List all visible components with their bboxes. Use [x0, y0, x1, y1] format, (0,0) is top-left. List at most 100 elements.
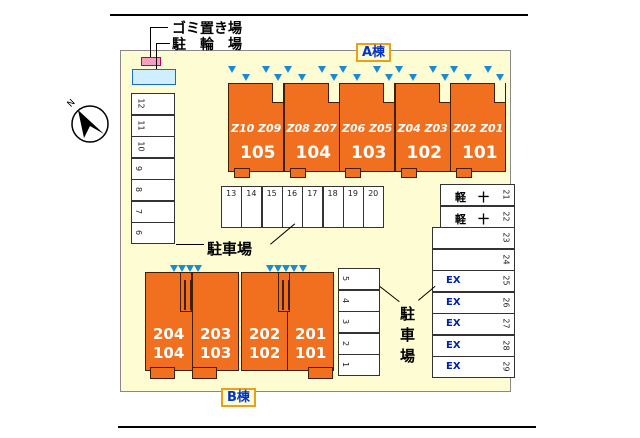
entrance-marker: [353, 74, 361, 81]
parking-slot: 13: [221, 186, 242, 228]
room-number-label: 103: [200, 344, 232, 362]
parking-slot-number: 29: [501, 361, 511, 372]
parking-slot-number: 23: [501, 232, 511, 243]
parking-slot: 19: [342, 186, 364, 228]
entrance-marker: [297, 74, 306, 81]
parking-slot: 5: [338, 268, 380, 290]
parking-slot: 29: [432, 356, 515, 378]
building-a-stair: [400, 168, 417, 178]
parking-slot: 15: [261, 186, 283, 228]
parking-slot-number: 16: [286, 189, 298, 198]
building-a-notch: [327, 83, 340, 103]
building-a-label: A棟: [356, 43, 392, 62]
top-rule: [110, 14, 528, 16]
parking-slot: 9: [131, 157, 175, 180]
parking-label-v1: 駐: [400, 305, 416, 323]
building-a-notch: [494, 83, 506, 103]
parking-slot: 3: [338, 311, 380, 333]
parking-slot-number: 18: [327, 189, 338, 198]
parking-slot-number: 22: [501, 210, 511, 222]
parking-slot-number: 25: [501, 275, 511, 286]
parking-slot-number: 5: [341, 275, 351, 282]
entrance-marker: [440, 74, 449, 81]
kei-car-mark: 十: [478, 212, 490, 226]
entrance-marker: [266, 265, 274, 272]
leader-line-left: [176, 244, 204, 245]
parking-slot-number: 26: [501, 296, 511, 308]
parking-label-v3: 場: [400, 347, 416, 365]
parking-slot: 17: [302, 186, 324, 228]
unit-code-label: Z06: [342, 122, 366, 135]
parking-label-horizontal: 駐車場: [207, 240, 253, 258]
entrance-marker: [464, 74, 472, 81]
parking-slot: 27: [432, 313, 515, 335]
parking-slot-number: 8: [134, 186, 144, 193]
entrance-marker: [385, 74, 393, 81]
parking-slot: 12: [131, 93, 175, 115]
parking-slot: 6: [131, 222, 175, 244]
room-number-label: 201: [295, 325, 327, 343]
parking-slot: 23: [432, 227, 515, 249]
building-a-stair: [345, 168, 361, 178]
parking-slot: 28: [432, 334, 515, 357]
unit-code-label: Z08: [286, 122, 310, 135]
entrance-marker: [484, 66, 492, 73]
garbage-leader-h: [150, 27, 168, 28]
entrance-marker: [339, 66, 347, 73]
entrance-marker: [408, 74, 417, 81]
parking-slot-number: 6: [134, 229, 144, 236]
building-b-stair: [150, 367, 175, 379]
room-number-label: 104: [295, 143, 332, 163]
entrance-marker: [242, 74, 250, 81]
parking-slot: 10: [131, 136, 175, 158]
building-a-notch: [272, 83, 284, 103]
entrance-marker: [428, 66, 437, 73]
building-b-corridor-line: [282, 280, 284, 310]
kei-car-tag: 軽: [455, 212, 467, 226]
building-a-stair: [456, 168, 472, 178]
room-number-label: 105: [240, 143, 276, 163]
room-number-label: 203: [200, 325, 232, 343]
unit-code-label: Z03: [424, 122, 448, 135]
room-number-label: 101: [462, 143, 498, 163]
room-number-label: 102: [249, 344, 281, 362]
entrance-marker: [373, 66, 381, 73]
garbage-area-marker: [141, 57, 161, 66]
parking-slot-number: 15: [266, 189, 277, 198]
parking-slot-number: 3: [341, 318, 351, 325]
parking-slot-number: 14: [246, 189, 257, 198]
unit-code-label: Z04: [397, 122, 421, 135]
parking-slot-number: 20: [368, 189, 379, 198]
parking-slot: 4: [338, 289, 380, 312]
parking-slot: 25: [432, 270, 515, 292]
garbage-leader: [150, 27, 151, 57]
room-number-label: 104: [153, 344, 185, 362]
parking-slot-number: 19: [347, 189, 358, 198]
entrance-marker: [496, 74, 504, 81]
parking-slot: 1: [338, 354, 380, 376]
building-a-notch: [383, 83, 395, 103]
building-a-stair: [234, 168, 250, 178]
parking-slot-number: 4: [341, 297, 351, 303]
building-b-stair: [308, 367, 333, 379]
entrance-marker: [329, 74, 338, 81]
ex-slot-tag: EX: [446, 296, 461, 308]
room-number-label: 202: [249, 325, 281, 343]
parking-slot: 7: [131, 200, 175, 223]
room-number-label: 204: [153, 325, 185, 343]
parking-slot: 20: [363, 186, 385, 228]
bicycle-leader: [156, 43, 157, 69]
parking-slot-number: 12: [136, 98, 146, 109]
entrance-marker: [274, 265, 282, 272]
parking-slot-number: 27: [501, 318, 511, 329]
parking-slot: 8: [131, 179, 175, 201]
entrance-marker: [194, 265, 202, 272]
entrance-marker: [178, 265, 186, 272]
parking-slot-number: 13: [226, 189, 237, 198]
north-arrow-icon: N: [66, 98, 109, 143]
parking-slot-number: 7: [134, 208, 144, 214]
parking-slot-number: 1: [341, 361, 351, 368]
entrance-marker: [228, 66, 236, 73]
entrance-marker: [186, 265, 194, 272]
unit-code-label: Z05: [369, 122, 393, 135]
